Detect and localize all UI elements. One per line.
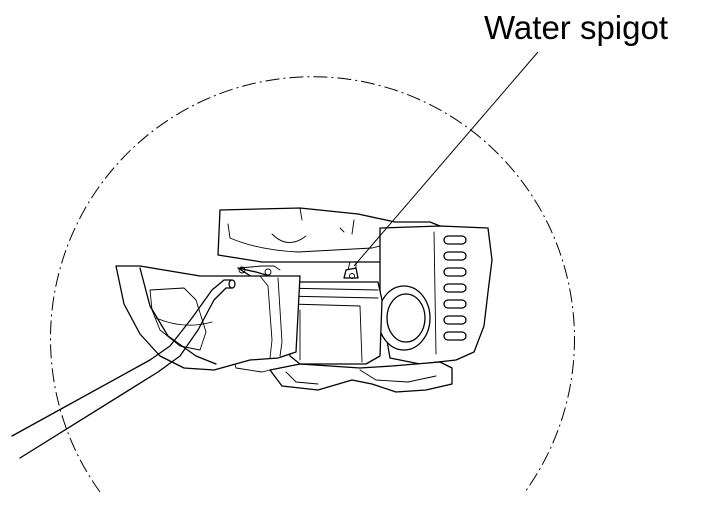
detail-view-boundary — [50, 76, 575, 493]
water-spigot — [343, 261, 359, 279]
right-housing — [377, 225, 493, 365]
water-hose — [11, 279, 236, 459]
side-port — [377, 285, 431, 351]
callout-label-water-spigot: Water spigot — [484, 9, 669, 46]
callout-leader-line — [353, 51, 539, 267]
front-lid — [115, 265, 301, 371]
base-frame — [231, 353, 453, 393]
vent-slots — [443, 235, 467, 341]
